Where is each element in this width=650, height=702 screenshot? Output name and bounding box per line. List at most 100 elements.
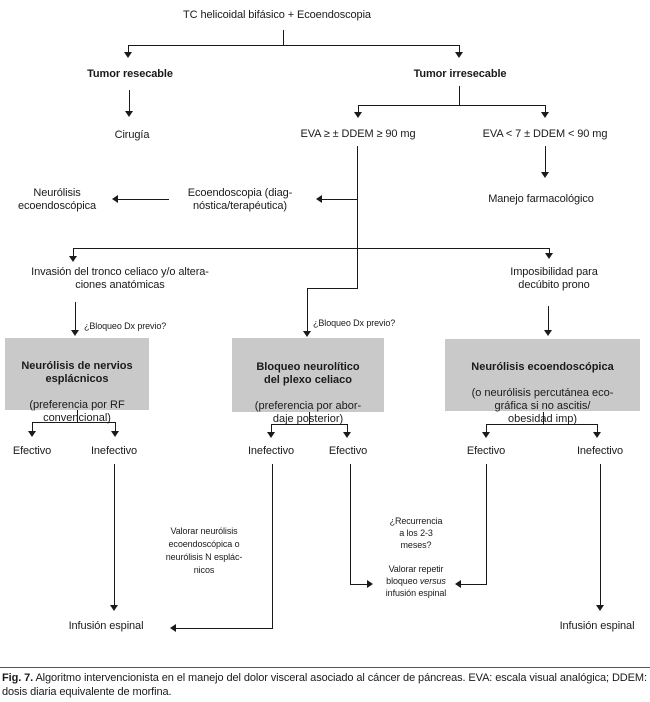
arrowhead-left-icon [112, 195, 118, 203]
connector-line [545, 105, 546, 112]
node-eva-bajo: EVA < 7 ± DDEM < 90 mg [482, 128, 608, 140]
arrowhead-down-icon [343, 432, 351, 438]
connector-line [272, 464, 273, 629]
connector-line [543, 412, 544, 424]
connector-line [350, 584, 368, 585]
node-neurolisis-ecoendoscopica: Neurólisis ecoendoscópica [17, 187, 97, 212]
annotation-valorar-repetir: Valorar repetir bloqueo versus infusión … [369, 563, 463, 599]
outcome-left-inefectivo: Inefectivo [90, 445, 138, 457]
connector-line [549, 248, 550, 253]
arrowhead-left-icon [455, 580, 461, 588]
connector-line [486, 464, 487, 585]
connector-line [283, 30, 284, 45]
arrowhead-down-icon [124, 52, 132, 58]
arrowhead-down-icon [482, 432, 490, 438]
connector-line [347, 424, 348, 432]
outcome-left-efectivo: Efectivo [12, 445, 52, 457]
arrowhead-right-icon [367, 580, 373, 588]
box-neurolisis-ecoendoscopica-subtitle: (o neurólisis percutánea eco- gráfica si… [471, 387, 614, 425]
connector-line [545, 146, 546, 172]
arrowhead-down-icon [596, 605, 604, 611]
node-tc-helicoidal: TC helicoidal bifásico + Ecoendoscopia [183, 9, 371, 21]
node-invasion-tronco-celiaco: Invasión del tronco celiaco y/o altera- … [31, 266, 209, 291]
connector-line [350, 464, 351, 585]
connector-line [176, 628, 273, 629]
node-manejo-farmacologico: Manejo farmacológico [488, 193, 594, 205]
arrowhead-down-icon [455, 52, 463, 58]
node-ecoendoscopia: Ecoendoscopia (diag- nóstica/terapéutica… [187, 187, 293, 212]
box-neurolisis-esplacnicos-title: Neurólisis de nervios esplácnicos [21, 360, 133, 385]
connector-line [307, 288, 308, 331]
connector-line [115, 422, 116, 431]
connector-line [73, 248, 74, 256]
box-neurolisis-ecoendoscopica: Neurólisis ecoendoscópica (o neurólisis … [445, 339, 640, 425]
connector-line [461, 584, 487, 585]
connector-line [486, 424, 598, 425]
label-bloqueo-dx-previo-mid: ¿Bloqueo Dx previo? [313, 318, 396, 328]
arrowhead-down-icon [69, 256, 77, 262]
node-infusion-espinal-left: Infusión espinal [68, 620, 144, 632]
connector-line [309, 412, 310, 424]
annotation-valorar-neurolisis: Valorar neurólisis ecoendoscópica o neur… [165, 526, 243, 575]
connector-line [486, 424, 487, 432]
arrowhead-down-icon [267, 432, 275, 438]
connector-line [358, 105, 359, 112]
connector-line [129, 90, 130, 111]
arrowhead-down-icon [541, 112, 549, 118]
arrowhead-down-icon [545, 253, 553, 259]
outcome-mid-inefectivo: Inefectivo [247, 445, 295, 457]
connector-line [322, 199, 358, 200]
node-cirugia: Cirugía [114, 129, 150, 141]
node-tumor-irresecable: Tumor irresecable [413, 68, 507, 80]
connector-line [271, 424, 348, 425]
figure-caption-label: Fig. 7. [2, 672, 34, 684]
arrowhead-down-icon [125, 111, 133, 117]
arrowhead-down-icon [354, 112, 362, 118]
connector-line [73, 248, 550, 249]
node-tumor-resecable: Tumor resecable [87, 68, 173, 80]
arrowhead-left-icon [170, 624, 176, 632]
arrowhead-down-icon [28, 431, 36, 437]
arrowhead-down-icon [303, 331, 311, 337]
arrowhead-down-icon [71, 330, 79, 336]
annotation-valorar-repetir-versus: versus [419, 576, 446, 586]
label-bloqueo-dx-previo-left: ¿Bloqueo Dx previo? [84, 321, 167, 331]
arrowhead-left-icon [316, 195, 322, 203]
connector-line [308, 288, 358, 289]
box-bloqueo-plexo-celiaco: Bloqueo neurolítico del plexo celiaco (p… [232, 338, 384, 425]
arrowhead-down-icon [544, 330, 552, 336]
arrowhead-down-icon [593, 432, 601, 438]
connector-line [75, 302, 76, 330]
outcome-mid-efectivo: Efectivo [328, 445, 368, 457]
connector-line [128, 45, 460, 46]
figure-caption: Fig. 7. Algoritmo intervencionista en el… [2, 672, 648, 699]
connector-line [459, 45, 460, 52]
connector-line [271, 424, 272, 432]
connector-line [118, 199, 169, 200]
connector-line [357, 146, 358, 288]
outcome-right-inefectivo: Inefectivo [576, 445, 624, 457]
outcome-right-efectivo: Efectivo [466, 445, 506, 457]
connector-line [459, 86, 460, 105]
box-bloqueo-plexo-celiaco-title: Bloqueo neurolítico del plexo celiaco [256, 361, 360, 386]
connector-line [548, 306, 549, 330]
figure-caption-text: Algoritmo intervencionista en el manejo … [2, 672, 647, 698]
connector-line [32, 422, 116, 423]
annotation-valorar-repetir-line1: Valorar repetir [388, 564, 444, 574]
connector-line [597, 424, 598, 432]
annotation-valorar-repetir-line3: infusión espinal [385, 588, 447, 598]
connector-line [32, 422, 33, 431]
connector-line [358, 105, 546, 106]
arrowhead-down-icon [110, 605, 118, 611]
arrowhead-down-icon [541, 172, 549, 178]
node-eva-alto: EVA ≥ ± DDEM ≥ 90 mg [300, 128, 416, 140]
connector-line [600, 464, 601, 605]
annotation-recurrencia: ¿Recurrencia a los 2-3 meses? [389, 516, 443, 550]
node-imposibilidad-decubito: Imposibilidad para decúbito prono [510, 266, 598, 291]
arrowhead-down-icon [111, 431, 119, 437]
connector-line [77, 410, 78, 422]
annotation-valorar-repetir-line2a: bloqueo [386, 576, 420, 586]
connector-line [114, 464, 115, 605]
caption-divider [0, 667, 650, 668]
